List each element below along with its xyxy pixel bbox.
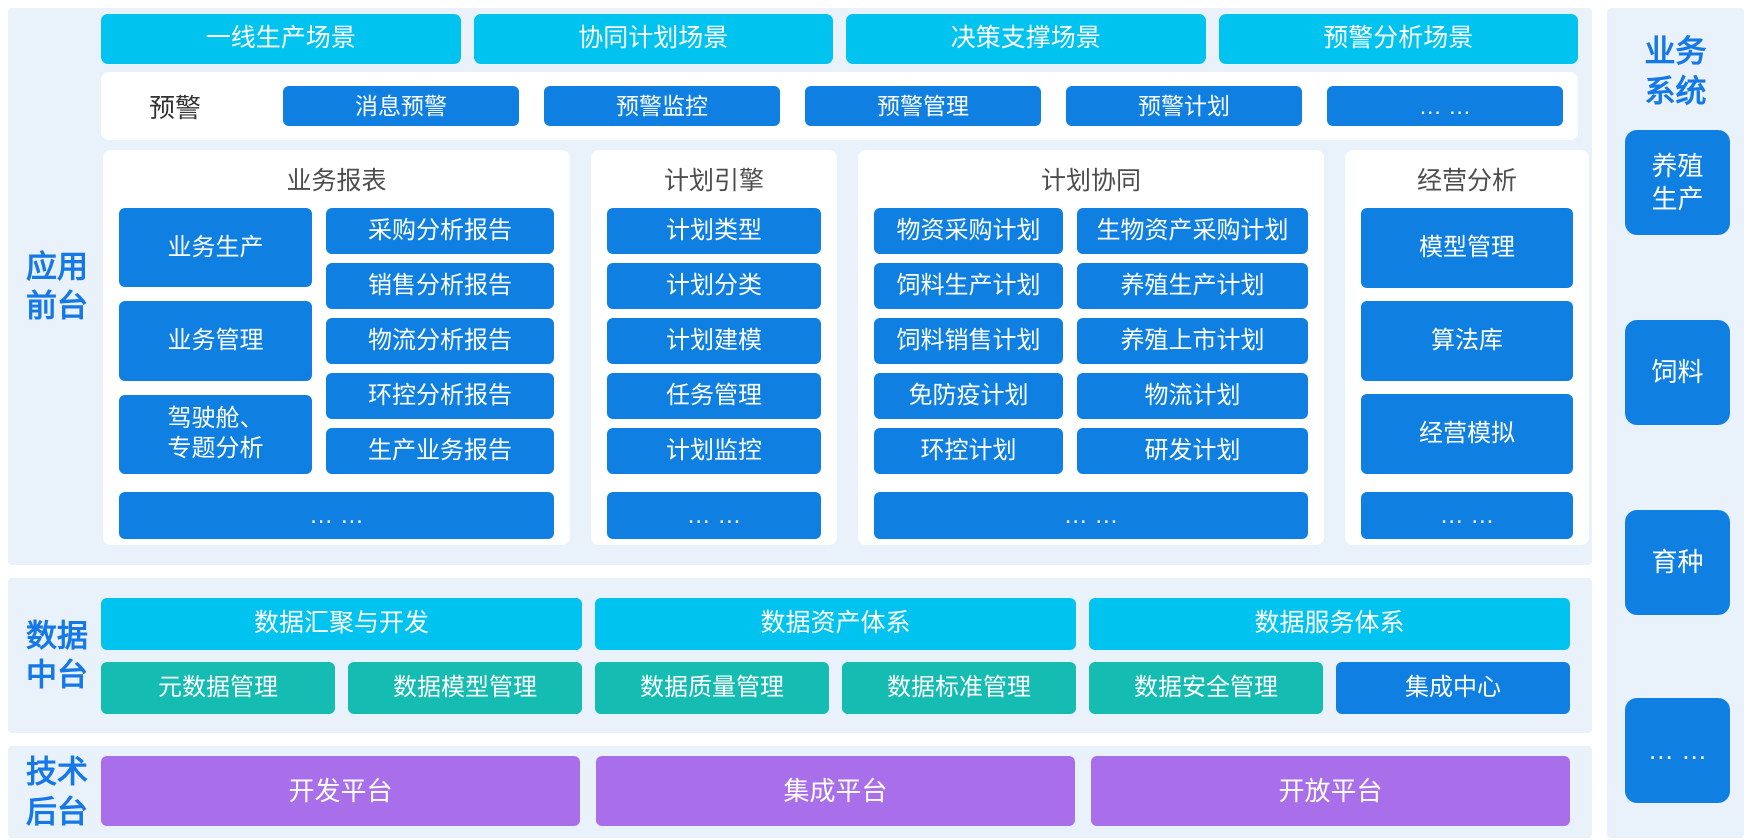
button-rnd-plan[interactable]: 研发计划 — [1077, 428, 1308, 474]
button-cockpit-analysis[interactable]: 驾驶舱、 专题分析 — [119, 394, 312, 474]
alert-button-plan[interactable]: 预警计划 — [1066, 86, 1302, 126]
panel-title-plan-collab: 计划协同 — [1040, 167, 1141, 195]
data-mid-band: 数据 中台 数据汇聚与开发 数据资产体系 数据服务体系 元数据管理 数据模型管理… — [8, 578, 1592, 733]
button-sales-report[interactable]: 销售分析报告 — [326, 263, 554, 309]
button-feed-sales-plan[interactable]: 饲料销售计划 — [874, 318, 1063, 364]
analysis-column: 模型管理 算法库 经营模拟 — [1361, 208, 1573, 474]
button-business-simulation[interactable]: 经营模拟 — [1361, 394, 1573, 474]
button-data-quality-management[interactable]: 数据质量管理 — [595, 662, 829, 714]
panel-title-business-analysis: 经营分析 — [1416, 167, 1517, 195]
collab-more-button[interactable]: … … — [874, 492, 1308, 539]
button-genetics-system[interactable]: 育种 — [1625, 510, 1730, 615]
button-more-systems[interactable]: … … — [1625, 698, 1730, 803]
data-mid-row2: 元数据管理 数据模型管理 数据质量管理 数据标准管理 数据安全管理 集成中心 — [101, 662, 1570, 714]
button-development-platform[interactable]: 开发平台 — [101, 756, 580, 826]
button-logistics-plan[interactable]: 物流计划 — [1077, 373, 1308, 419]
panel-business-report: 业务报表 业务生产 业务管理 驾驶舱、 专题分析 采购分析报告 销售分析报告 物… — [103, 150, 570, 545]
button-plan-type[interactable]: 计划类型 — [607, 208, 821, 254]
app-front-label: 应用 前台 — [26, 248, 88, 324]
button-breeding-production-plan[interactable]: 养殖生产计划 — [1077, 263, 1308, 309]
engine-more-button[interactable]: … … — [607, 492, 821, 539]
alert-button-manage[interactable]: 预警管理 — [805, 86, 1041, 126]
business-system-title: 业务 系统 — [1644, 34, 1707, 110]
button-logistics-report[interactable]: 物流分析报告 — [326, 318, 554, 364]
data-mid-row1: 数据汇聚与开发 数据资产体系 数据服务体系 — [101, 598, 1570, 650]
engine-column: 计划类型 计划分类 计划建模 任务管理 计划监控 — [607, 208, 821, 474]
panel-business-analysis: 经营分析 模型管理 算法库 经营模拟 … … — [1345, 150, 1589, 545]
panel-columns: 物资采购计划 饲料生产计划 饲料销售计划 免防疫计划 环控计划 生物资产采购计划… — [874, 208, 1308, 474]
alert-bar: 预警 消息预警 预警监控 预警管理 预警计划 … … — [101, 72, 1578, 140]
button-integration-center[interactable]: 集成中心 — [1336, 662, 1570, 714]
panel-columns: 计划类型 计划分类 计划建模 任务管理 计划监控 — [607, 208, 821, 474]
button-model-management[interactable]: 模型管理 — [1361, 208, 1573, 288]
business-system-band: 业务 系统 养殖 生产 饲料 育种 … … — [1607, 8, 1744, 838]
alert-button-message[interactable]: 消息预警 — [283, 86, 519, 126]
button-procurement-report[interactable]: 采购分析报告 — [326, 208, 554, 254]
button-metadata-management[interactable]: 元数据管理 — [101, 662, 335, 714]
alert-buttons: 消息预警 预警监控 预警管理 预警计划 … … — [283, 86, 1563, 126]
button-plan-modeling[interactable]: 计划建模 — [607, 318, 821, 364]
button-task-management[interactable]: 任务管理 — [607, 373, 821, 419]
button-business-production[interactable]: 业务生产 — [119, 208, 312, 288]
analysis-more-button[interactable]: … … — [1361, 492, 1573, 539]
button-feed-production-plan[interactable]: 饲料生产计划 — [874, 263, 1063, 309]
tech-back-label: 技术 后台 — [26, 754, 88, 829]
alert-button-monitor[interactable]: 预警监控 — [544, 86, 780, 126]
collab-left-column: 物资采购计划 饲料生产计划 饲料销售计划 免防疫计划 环控计划 — [874, 208, 1063, 474]
collab-right-column: 生物资产采购计划 养殖生产计划 养殖上市计划 物流计划 研发计划 — [1077, 208, 1308, 474]
scenario-button-decision-support[interactable]: 决策支撑场景 — [846, 14, 1206, 64]
button-breeding-market-plan[interactable]: 养殖上市计划 — [1077, 318, 1308, 364]
button-production-report[interactable]: 生产业务报告 — [326, 428, 554, 474]
button-plan-monitor[interactable]: 计划监控 — [607, 428, 821, 474]
report-left-column: 业务生产 业务管理 驾驶舱、 专题分析 — [119, 208, 312, 474]
button-data-asset-system[interactable]: 数据资产体系 — [595, 598, 1076, 650]
panel-columns: 业务生产 业务管理 驾驶舱、 专题分析 采购分析报告 销售分析报告 物流分析报告… — [119, 208, 554, 474]
panel-title-plan-engine: 计划引擎 — [663, 167, 764, 195]
panel-plan-engine: 计划引擎 计划类型 计划分类 计划建模 任务管理 计划监控 … … — [591, 150, 837, 545]
scenario-row: 一线生产场景 协同计划场景 决策支撑场景 预警分析场景 — [101, 14, 1578, 64]
app-front-band: 应用 前台 一线生产场景 协同计划场景 决策支撑场景 预警分析场景 预警 消息预… — [8, 8, 1592, 565]
alert-button-more[interactable]: … … — [1327, 86, 1563, 126]
button-open-platform[interactable]: 开放平台 — [1091, 756, 1570, 826]
tech-back-row: 开发平台 集成平台 开放平台 — [101, 756, 1570, 826]
data-mid-label: 数据 中台 — [26, 617, 88, 693]
button-integration-platform[interactable]: 集成平台 — [596, 756, 1075, 826]
button-data-service-system[interactable]: 数据服务体系 — [1089, 598, 1570, 650]
button-data-standard-management[interactable]: 数据标准管理 — [842, 662, 1076, 714]
button-immunization-plan[interactable]: 免防疫计划 — [874, 373, 1063, 419]
button-material-purchase-plan[interactable]: 物资采购计划 — [874, 208, 1063, 254]
button-data-security-management[interactable]: 数据安全管理 — [1089, 662, 1323, 714]
report-right-column: 采购分析报告 销售分析报告 物流分析报告 环控分析报告 生产业务报告 — [326, 208, 554, 474]
button-feed-system[interactable]: 饲料 — [1625, 320, 1730, 425]
scenario-button-collaborative-planning[interactable]: 协同计划场景 — [473, 14, 833, 64]
button-plan-category[interactable]: 计划分类 — [607, 263, 821, 309]
alert-label: 预警 — [149, 92, 202, 123]
panels-row: 业务报表 业务生产 业务管理 驾驶舱、 专题分析 采购分析报告 销售分析报告 物… — [103, 150, 1589, 545]
button-business-management[interactable]: 业务管理 — [119, 301, 312, 381]
button-envcontrol-report[interactable]: 环控分析报告 — [326, 373, 554, 419]
button-algorithm-library[interactable]: 算法库 — [1361, 301, 1573, 381]
button-envcontrol-plan[interactable]: 环控计划 — [874, 428, 1063, 474]
button-data-model-management[interactable]: 数据模型管理 — [348, 662, 582, 714]
report-more-button[interactable]: … … — [119, 492, 554, 539]
panel-title-business-report: 业务报表 — [286, 167, 387, 195]
tech-back-band: 技术 后台 开发平台 集成平台 开放平台 — [8, 746, 1592, 838]
button-data-aggregation-development[interactable]: 数据汇聚与开发 — [101, 598, 582, 650]
button-breeding-production-system[interactable]: 养殖 生产 — [1625, 130, 1730, 235]
panel-columns: 模型管理 算法库 经营模拟 — [1361, 208, 1573, 474]
scenario-button-frontline-production[interactable]: 一线生产场景 — [101, 14, 461, 64]
panel-plan-collab: 计划协同 物资采购计划 饲料生产计划 饲料销售计划 免防疫计划 环控计划 生物资… — [858, 150, 1324, 545]
button-bio-asset-purchase-plan[interactable]: 生物资产采购计划 — [1077, 208, 1308, 254]
scenario-button-alert-analysis[interactable]: 预警分析场景 — [1218, 14, 1578, 64]
